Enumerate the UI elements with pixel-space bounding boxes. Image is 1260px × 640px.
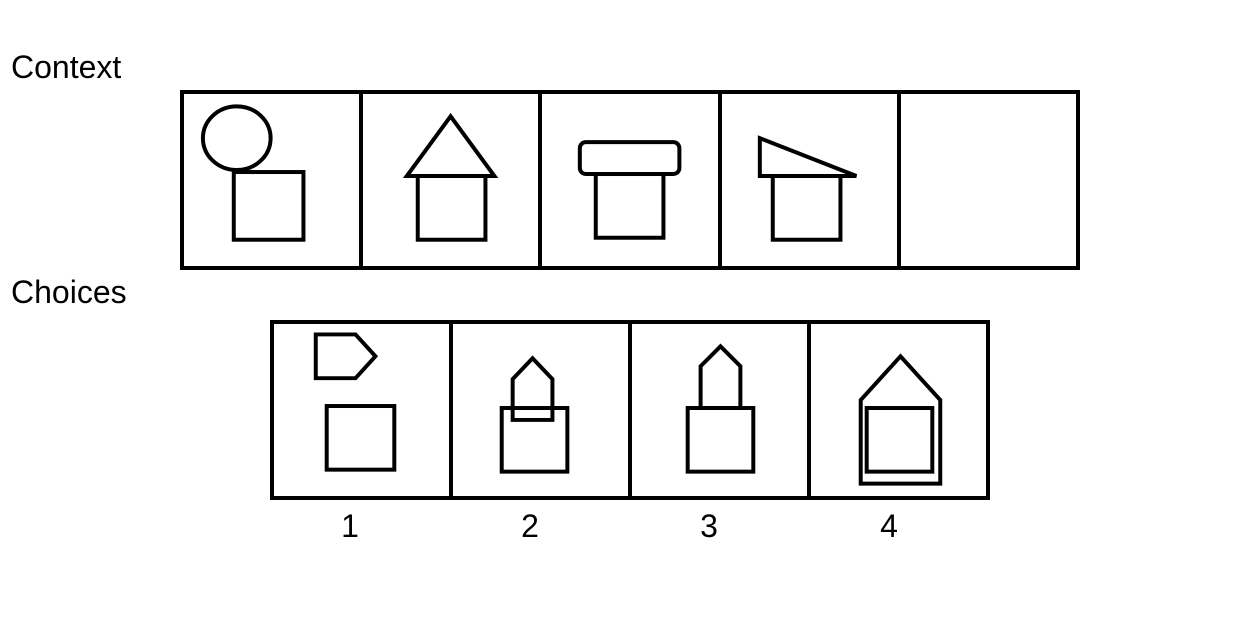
choice-3-figure [685,343,756,474]
pentagon-shape [698,343,743,410]
context-panel-2 [363,94,543,266]
choice-1-figure [313,332,397,472]
choice-option-4[interactable] [811,324,986,496]
choice-option-2[interactable] [453,324,632,496]
context-panel-4-figure [757,135,857,242]
context-panel-3-figure [578,140,682,240]
choice-option-3[interactable] [632,324,811,496]
square-shape [594,172,666,240]
rounded-rectangle-shape [578,140,682,177]
context-panel-3 [542,94,722,266]
context-panel-2-figure [403,112,499,242]
choice-number-3: 3 [700,508,718,544]
choice-number-1: 1 [341,508,359,544]
choices-label: Choices [11,274,127,310]
context-panel-5-empty [901,94,1076,266]
context-panel-1 [184,94,364,266]
choice-option-1[interactable] [274,324,453,496]
choice-4-figure [858,353,943,486]
square-shape [770,174,843,242]
choice-number-4: 4 [880,508,898,544]
square-shape [231,170,306,242]
choice-2-figure [499,355,570,474]
context-label: Context [11,49,122,85]
context-panel-4 [722,94,901,266]
square-shape [685,406,756,474]
triangle-shape [403,112,499,179]
choice-number-2: 2 [521,508,539,544]
square-shape [864,406,935,474]
pentagon-arrow-shape [313,332,379,381]
context-panel-1-figure [200,104,306,242]
square-shape [324,404,397,472]
right-triangle-shape [757,135,857,179]
context-strip [180,90,1080,270]
choices-strip [270,320,990,500]
ellipse-shape [200,104,273,173]
square-shape [499,406,570,474]
pentagon-shape [858,353,943,486]
pentagon-shape [510,355,555,422]
square-shape [415,174,488,242]
